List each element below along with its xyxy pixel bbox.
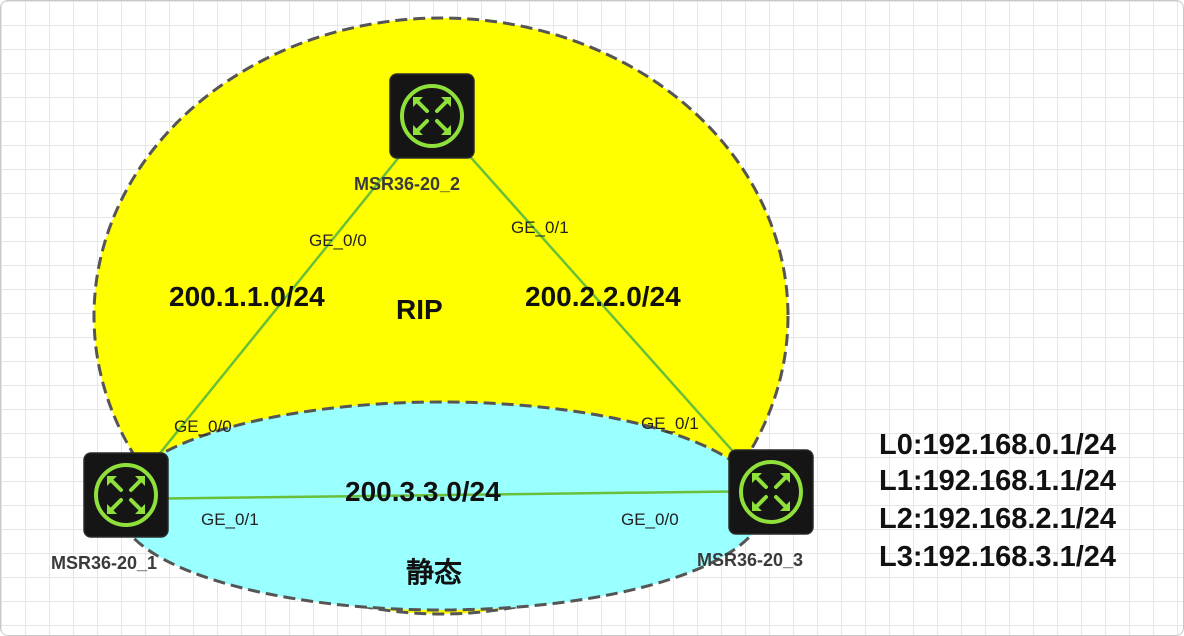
loopback-address: L3:192.168.3.1/24 bbox=[879, 541, 1116, 573]
router-name-r1: MSR36-20_1 bbox=[51, 553, 157, 573]
router-name-r3: MSR36-20_3 bbox=[697, 550, 803, 570]
loopback-address: L2:192.168.2.1/24 bbox=[879, 503, 1116, 535]
network-label: 200.1.1.0/24 bbox=[169, 281, 325, 312]
area-label-static: 静态 bbox=[406, 557, 462, 588]
router-icon bbox=[727, 448, 815, 536]
network-label: 200.2.2.0/24 bbox=[525, 281, 681, 312]
port-label: GE_0/1 bbox=[641, 414, 699, 433]
port-label: GE_0/0 bbox=[621, 510, 679, 529]
link-r1-r2[interactable] bbox=[126, 114, 434, 495]
router-msr36-20-2[interactable] bbox=[388, 72, 476, 160]
loopback-address: L0:192.168.0.1/24 bbox=[879, 429, 1116, 461]
router-name-r2: MSR36-20_2 bbox=[354, 174, 460, 194]
area-label-rip: RIP bbox=[396, 294, 443, 325]
link-r1-r3[interactable] bbox=[126, 489, 772, 501]
loopback-address: L1:192.168.1.1/24 bbox=[879, 465, 1116, 497]
link-r2-r3[interactable] bbox=[432, 114, 772, 495]
port-label: GE_0/1 bbox=[201, 510, 259, 529]
network-label: 200.3.3.0/24 bbox=[345, 476, 501, 507]
router-msr36-20-3[interactable] bbox=[727, 448, 815, 536]
router-icon bbox=[82, 451, 170, 539]
port-label: GE_0/0 bbox=[174, 417, 232, 436]
router-icon bbox=[388, 72, 476, 160]
router-msr36-20-1[interactable] bbox=[82, 451, 170, 539]
port-label: GE_0/0 bbox=[309, 231, 367, 250]
port-label: GE_0/1 bbox=[511, 218, 569, 237]
